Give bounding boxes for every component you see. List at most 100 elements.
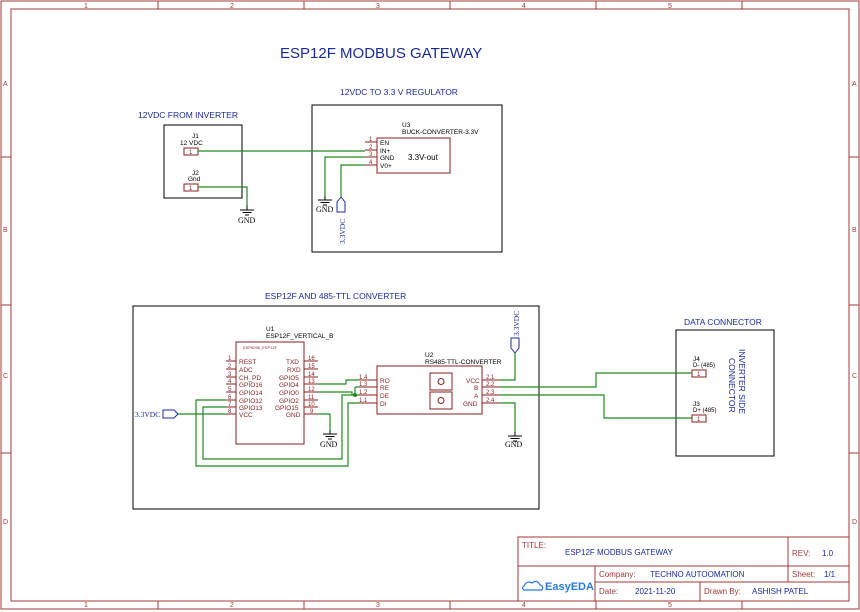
j4-name: D- (485) — [693, 363, 715, 369]
tb-date-label: Date: — [599, 587, 618, 596]
ground-symbol-j2 — [240, 205, 254, 216]
u1-lpin3-num: 3 — [228, 372, 232, 378]
u1-rpin12-name: GPIO0 — [279, 390, 299, 397]
u3-pin3-name: GND — [380, 155, 395, 162]
u1-rpin10-num: 10 — [308, 402, 315, 408]
regulator-box — [311, 104, 503, 253]
section-input-heading: 12VDC FROM INVERTER — [138, 110, 238, 120]
zone-row-b-left: B — [3, 227, 8, 234]
inverter-label-line2: CONNECTOR — [727, 358, 737, 413]
zone-row-d-right: D — [852, 519, 857, 526]
zone-col-1-top: 1 — [84, 3, 88, 10]
u2-lpin3-name: DE — [380, 393, 390, 400]
u2-lpin3-num: 1.2 — [359, 390, 368, 396]
u1-lpin6-num: 6 — [228, 395, 232, 401]
u1-lpin2-name: ADC — [239, 367, 253, 374]
net-flag-3v3-u2 — [510, 337, 520, 354]
zone-row-a-right: A — [852, 81, 857, 88]
u1-rpin9-name: GND — [286, 412, 301, 419]
converter-box — [132, 305, 540, 510]
u1-lpin7-name: GPIO13 — [239, 405, 263, 412]
u2-rpin4-name: GND — [463, 401, 478, 408]
u2-ref: U2 — [425, 352, 434, 359]
u1-lpin8-name: VCC — [239, 412, 253, 419]
zone-col-5-bottom: 5 — [668, 602, 672, 609]
tb-title-value: ESP12F MODBUS GATEWAY — [565, 548, 674, 557]
zone-col-1-bottom: 1 — [84, 602, 88, 609]
gnd-label-u3: GND — [316, 205, 334, 214]
tb-date-value: 2021-11-20 — [635, 587, 676, 596]
zone-col-4-bottom: 4 — [522, 602, 526, 609]
gnd-label-u1: GND — [320, 440, 338, 449]
u2-rpin3-num: 2.3 — [486, 390, 495, 396]
tb-company-value: TECHNO AUTOOMATION — [650, 570, 745, 579]
u3-pin3-num: 3 — [369, 152, 373, 158]
tb-drawn-label: Drawn By: — [704, 587, 741, 596]
u1-lpin3-name: CH_PD — [239, 375, 261, 382]
u3-body — [376, 137, 451, 174]
net-label-3v3-u3: 3.3VDC — [338, 219, 347, 244]
wires — [178, 150, 692, 467]
zone-row-c-left: C — [3, 373, 8, 380]
section-data-heading: DATA CONNECTOR — [684, 317, 762, 327]
u1-lpin2-num: 2 — [228, 364, 232, 370]
u2-screw-1 — [437, 378, 445, 385]
u1-lpin8-num: 8 — [228, 409, 232, 415]
u1-lpin1-num: 1 — [228, 356, 232, 362]
zone-row-b-right: B — [852, 227, 857, 234]
u3-pin1-name: EN — [380, 140, 389, 147]
u2-lpin1-name: RO — [380, 378, 390, 385]
u2-rpin2-num: 2.2 — [486, 382, 495, 388]
u2-name: RS485-TTL-CONVERTER — [425, 359, 502, 366]
u1-rpin9-num: 9 — [310, 409, 314, 415]
inverter-label-line1: INVERTER SIDE — [737, 349, 747, 414]
u3-pins — [365, 141, 377, 166]
easyeda-logo-text: EasyEDA — [545, 581, 594, 593]
u2-lpin2-num: 1.3 — [359, 382, 368, 388]
tb-rev-label: REV: — [792, 549, 810, 558]
u1-lpin4-num: 4 — [228, 379, 232, 385]
net-label-3v3-u1: 3.3VDC — [135, 410, 160, 419]
zone-row-a-left: A — [3, 81, 8, 88]
u1-lpin7-num: 7 — [228, 402, 232, 408]
u3-body-label: 3.3V-out — [408, 153, 439, 162]
u1-rpin11-num: 11 — [308, 395, 315, 401]
ground-symbol-u1 — [323, 430, 337, 440]
u3-pin4-name: V0+ — [380, 163, 392, 170]
u2-rpin1-name: VCC — [466, 378, 480, 385]
tb-company-label: Company: — [599, 570, 635, 579]
u1-inner-label: ESP8266_ESP12F — [243, 345, 278, 350]
u1-lpin5-num: 5 — [228, 387, 232, 393]
u1-lpin4-name: GPIO16 — [239, 382, 263, 389]
u1-lpin1-name: REST — [239, 359, 256, 366]
section-regulator-heading: 12VDC TO 3.3 V REGULATOR — [340, 87, 458, 97]
u2-lpin2-name: RE — [380, 385, 390, 392]
zone-col-5-top: 5 — [668, 3, 672, 10]
j3-ref: J3 — [693, 401, 700, 408]
section-converter-heading: ESP12F AND 485-TTL CONVERTER — [265, 291, 406, 301]
j2-ref: J2 — [192, 170, 199, 177]
j4-pin: 1 — [697, 372, 701, 378]
tb-drawn-value: ASHISH PATEL — [752, 587, 809, 596]
u1-rpin15-name: RXD — [287, 367, 301, 374]
u1-body — [235, 341, 305, 445]
easyeda-logo — [521, 580, 544, 591]
j1-pin: 1 — [189, 150, 193, 156]
u1-rpin13-name: GPIO4 — [279, 382, 299, 389]
u1-ref: U1 — [266, 326, 275, 333]
gnd-label-j2: GND — [238, 216, 256, 225]
j3-pin: 1 — [697, 417, 701, 423]
u2-lpin4-num: 1.1 — [359, 398, 368, 404]
u2-rpin3-name: A — [474, 393, 479, 400]
zone-row-d-left: D — [3, 519, 8, 526]
net-label-3v3-u2: 3.3VDC — [512, 311, 521, 336]
j2-name: Gnd — [188, 176, 201, 183]
zone-col-3-bottom: 3 — [376, 602, 380, 609]
u2-screw-2 — [437, 397, 445, 404]
u1-pin-lines — [226, 360, 318, 415]
net-flag-3v3-u1 — [162, 409, 179, 419]
junction-dot — [353, 393, 357, 397]
u2-pin-lines — [360, 379, 500, 404]
